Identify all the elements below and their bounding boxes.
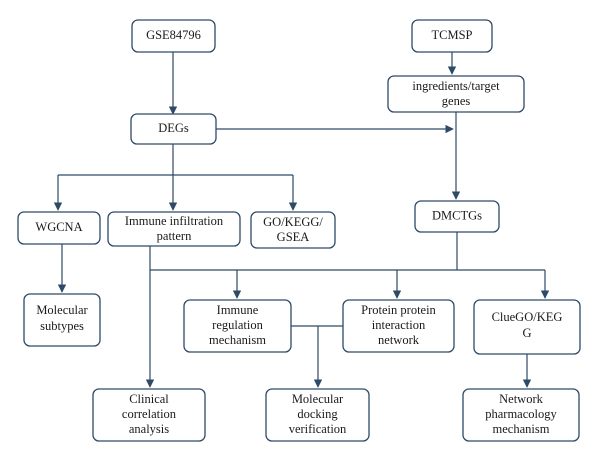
- edges: [53, 52, 550, 388]
- node-tcmsp-label: TCMSP: [432, 28, 473, 42]
- node-immune-regulation-label-line3: mechanism: [209, 333, 266, 347]
- node-molecular-docking-verification: Molecular docking verification: [265, 388, 370, 442]
- node-tcmsp: TCMSP: [411, 19, 493, 53]
- node-go-kegg-gsea: GO/KEGG/ GSEA: [250, 211, 336, 249]
- node-degs-label: DEGs: [158, 121, 189, 135]
- node-network-pharmacology-mechanism: Network pharmacology mechanism: [462, 388, 580, 442]
- node-clinical-label-line1: Clinical: [129, 392, 169, 406]
- node-clinical-correlation-analysis: Clinical correlation analysis: [92, 388, 206, 442]
- node-immune-regulation-label-line1: Immune: [217, 303, 259, 317]
- node-molecular-subtypes-label-line2: subtypes: [40, 319, 84, 333]
- node-clinical-label-line3: analysis: [129, 422, 169, 436]
- node-go-kegg-label-line1: GO/KEGG/: [263, 215, 323, 229]
- node-cluego-label-line1: ClueGO/KEG: [492, 310, 563, 324]
- node-dmctgs-label: DMCTGs: [432, 208, 482, 222]
- node-wgcna-label: WGCNA: [35, 220, 82, 234]
- node-network-pharm-label-line1: Network: [499, 392, 543, 406]
- node-gse84796-label: GSE84796: [146, 28, 201, 42]
- node-dmctgs: DMCTGs: [414, 200, 500, 233]
- node-cluego-label-line2: G: [522, 326, 531, 340]
- node-go-kegg-label-line2: GSEA: [277, 230, 310, 244]
- node-molecular-subtypes: Molecular subtypes: [23, 293, 101, 347]
- node-immune-infiltration-label-line2: pattern: [157, 229, 192, 243]
- node-wgcna: WGCNA: [17, 211, 101, 245]
- node-ppi-label-line1: Protein protein: [361, 303, 436, 317]
- node-gse84796: GSE84796: [131, 19, 216, 53]
- node-ingredients-label-line2: genes: [442, 94, 471, 108]
- node-ppi-label-line2: interaction: [372, 318, 426, 332]
- node-protein-protein-interaction-network: Protein protein interaction network: [342, 299, 455, 353]
- node-ingredients-target-genes: ingredients/target genes: [387, 75, 525, 113]
- node-cluego-kegg: ClueGO/KEG G: [473, 299, 581, 355]
- node-docking-label-line3: verification: [289, 422, 347, 436]
- node-clinical-label-line2: correlation: [122, 407, 177, 421]
- node-immune-regulation-mechanism: Immune regulation mechanism: [183, 299, 292, 353]
- node-molecular-subtypes-label-line1: Molecular: [36, 303, 88, 317]
- node-immune-infiltration-label-line1: Immune infiltration: [125, 214, 224, 228]
- node-docking-label-line1: Molecular: [292, 392, 344, 406]
- node-immune-regulation-label-line2: regulation: [212, 318, 263, 332]
- node-degs: DEGs: [130, 113, 217, 145]
- node-immune-infiltration-pattern: Immune infiltration pattern: [107, 211, 241, 247]
- node-docking-label-line2: docking: [297, 407, 338, 421]
- node-ingredients-label-line1: ingredients/target: [412, 79, 500, 93]
- node-network-pharm-label-line3: mechanism: [493, 422, 550, 436]
- node-ppi-label-line3: network: [378, 333, 420, 347]
- node-network-pharm-label-line2: pharmacology: [485, 407, 557, 421]
